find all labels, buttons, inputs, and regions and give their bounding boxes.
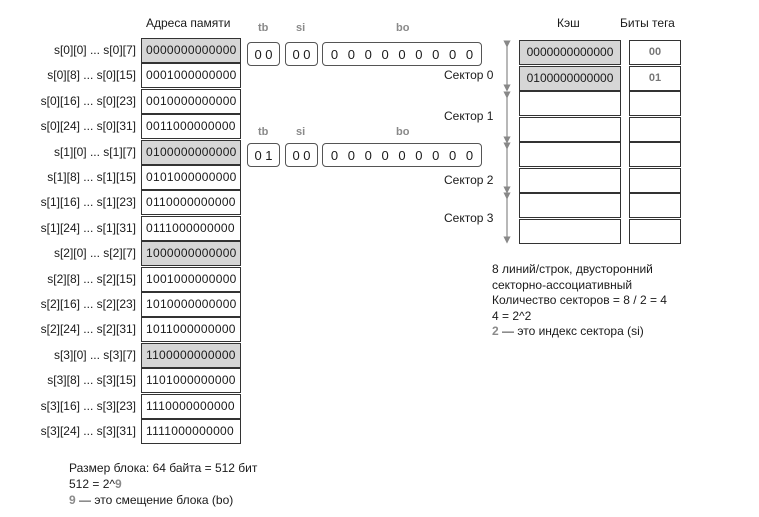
memory-row-label: s[2][8] ... s[2][15]: [47, 272, 136, 286]
bo-bit: 0: [448, 46, 457, 62]
bo-bit: 0: [432, 147, 440, 163]
memory-row-label: s[3][24] ... s[3][31]: [40, 424, 136, 438]
tb-bits-box: 0 0: [247, 42, 280, 66]
memory-address-cell: 0100000000000: [141, 140, 241, 165]
memory-header: Адреса памяти: [146, 16, 231, 30]
memory-row-label: s[1][0] ... s[1][7]: [53, 145, 136, 159]
bo-bit: 0: [364, 46, 372, 62]
bo-bit: 0: [465, 147, 474, 163]
cache-notes: 8 линий/строк, двусторонний секторно-асс…: [492, 262, 667, 340]
memory-address-cell: 0011000000000: [141, 114, 241, 139]
bo-field-label: bo: [396, 126, 410, 138]
memory-row-label: s[2][24] ... s[2][31]: [40, 322, 136, 336]
memory-address-cell: 0101000000000: [141, 165, 241, 190]
memory-address-cell: 1000000000000: [141, 241, 241, 266]
memory-address-cell: 1011000000000: [141, 317, 241, 342]
memory-address-cell: 1101000000000: [141, 368, 241, 393]
si-field-label: si: [296, 22, 306, 34]
cache-line-cell: [519, 193, 621, 218]
memory-row-label: s[1][24] ... s[1][31]: [40, 221, 136, 235]
cache-note-line: 2 — это индекс сектора (si): [492, 324, 644, 338]
tag-bits-cell: [629, 142, 681, 167]
sector-1-label: Сектор 1: [444, 109, 494, 123]
cache-header: Кэш: [557, 16, 580, 30]
bo-bit: 0: [432, 46, 440, 62]
memory-address-cell: 1001000000000: [141, 267, 241, 292]
bo-exponent: 9: [115, 477, 122, 491]
cache-line-cell: [519, 142, 621, 167]
bo-bit: 0: [381, 46, 389, 62]
memory-row-label: s[0][16] ... s[0][23]: [40, 94, 136, 108]
bo-highlight-number: 9: [69, 493, 76, 507]
cache-line-cell: [519, 168, 621, 193]
bo-bit: 0: [347, 147, 355, 163]
si-bits-box: 0 0: [285, 42, 318, 66]
memory-row-label: s[0][8] ... s[0][15]: [47, 68, 136, 82]
tag-bits-cell: [629, 168, 681, 193]
memory-row-label: s[1][8] ... s[1][15]: [47, 170, 136, 184]
cache-note-line: 8 линий/строк, двусторонний: [492, 262, 653, 276]
bo-bit: 0: [465, 46, 474, 62]
si-bits-box: 0 0: [285, 143, 318, 167]
tb-field-label: tb: [258, 22, 269, 34]
memory-row-label: s[0][24] ... s[0][31]: [40, 119, 136, 133]
memory-row-label: s[3][0] ... s[3][7]: [53, 348, 136, 362]
bo-bit: 0: [398, 147, 406, 163]
cache-note-line: секторно-ассоциативный: [492, 277, 633, 292]
tag-bits-cell: [629, 193, 681, 218]
tag-bits-header: Биты тега: [620, 16, 675, 30]
memory-address-cell: 1111000000000: [141, 419, 241, 444]
memory-row-label: s[3][8] ... s[3][15]: [47, 373, 136, 387]
bo-bit: 0: [330, 147, 339, 163]
memory-address-cell: 1110000000000: [141, 394, 241, 419]
memory-row-label: s[2][16] ... s[2][23]: [40, 297, 136, 311]
memory-address-cell: 0010000000000: [141, 89, 241, 114]
memory-address-cell: 0110000000000: [141, 190, 241, 215]
cache-note-line: Количество секторов = 8 / 2 = 4: [492, 293, 667, 307]
tag-bits-cell: 01: [629, 66, 681, 91]
cache-line-cell: 0000000000000: [519, 40, 621, 65]
memory-address-cell: 1100000000000: [141, 343, 241, 368]
memory-row-label: s[3][16] ... s[3][23]: [40, 399, 136, 413]
tb-bits-box: 0 1: [247, 143, 280, 167]
sector-2-label: Сектор 2: [444, 173, 494, 187]
tag-bits-cell: [629, 91, 681, 116]
block-note-line: 512 = 2^9: [69, 477, 122, 491]
bo-bit: 0: [347, 46, 355, 62]
cache-line-cell: [519, 219, 621, 244]
cache-line-cell: [519, 91, 621, 116]
memory-row-label: s[2][0] ... s[2][7]: [53, 246, 136, 260]
si-highlight-number: 2: [492, 324, 499, 338]
memory-address-cell: 1010000000000: [141, 292, 241, 317]
bo-bit: 0: [330, 46, 339, 62]
block-note-line: 9 — это смещение блока (bo): [69, 493, 234, 507]
bo-bit: 0: [364, 147, 372, 163]
block-notes: Размер блока: 64 байта = 512 бит 512 = 2…: [69, 460, 257, 508]
cache-line-cell: [519, 117, 621, 142]
cache-note-line: 4 = 2^2: [492, 308, 532, 323]
memory-address-cell: 0111000000000: [141, 216, 241, 241]
bo-bit: 0: [381, 147, 389, 163]
sector-3-label: Сектор 3: [444, 211, 494, 225]
bo-bit: 0: [398, 46, 406, 62]
bo-bit: 0: [415, 46, 423, 62]
block-note-line: Размер блока: 64 байта = 512 бит: [69, 461, 258, 475]
tb-field-label: tb: [258, 126, 269, 138]
tag-bits-cell: 00: [629, 40, 681, 65]
bo-field-label: bo: [396, 22, 410, 34]
tag-bits-cell: [629, 219, 681, 244]
bo-bit: 0: [415, 147, 423, 163]
tag-bits-cell: [629, 117, 681, 142]
si-field-label: si: [296, 126, 306, 138]
sector-0-label: Сектор 0: [444, 68, 494, 82]
memory-row-label: s[1][16] ... s[1][23]: [40, 195, 136, 209]
bo-bit: 0: [448, 147, 457, 163]
memory-row-label: s[0][0] ... s[0][7]: [53, 43, 136, 57]
memory-address-cell: 0000000000000: [141, 38, 241, 63]
memory-address-cell: 0001000000000: [141, 63, 241, 88]
cache-line-cell: 0100000000000: [519, 66, 621, 91]
